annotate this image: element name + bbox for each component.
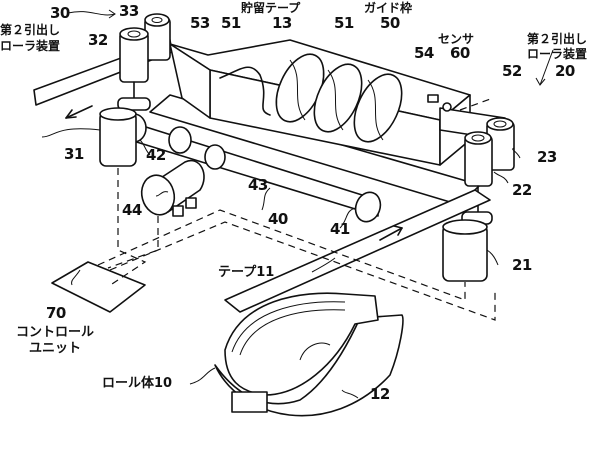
roller-device-20-title-2: ローラ装置 [527, 47, 588, 61]
control-signal-lines [97, 168, 496, 321]
stored-tape-title: 貯留テープ [241, 1, 301, 15]
ref-33: 33 [119, 2, 139, 20]
motor-44 [140, 159, 205, 217]
ref-23: 23 [537, 148, 557, 166]
ref-40: 40 [268, 210, 288, 228]
ref-54: 54 [414, 44, 434, 62]
ref-43: 43 [248, 176, 268, 194]
ref-70: 70 [46, 304, 66, 322]
ref-13: 13 [272, 14, 292, 32]
leader-lines [41, 9, 554, 399]
sensor-title: センサ [438, 32, 475, 46]
stored-tape-loops-13 [219, 53, 403, 143]
ref-44: 44 [122, 201, 142, 219]
ref-41: 41 [330, 220, 350, 238]
roller-device-30-title-2: ローラ装置 [0, 39, 61, 53]
ref-52: 52 [502, 62, 522, 80]
feed-arrow-left [65, 105, 93, 119]
roll-body-10 [214, 292, 404, 417]
roller-device-20-title-1: 第２引出し [527, 32, 588, 46]
ref-21: 21 [512, 256, 532, 274]
tape-11 [224, 189, 491, 313]
ref-31: 31 [64, 145, 84, 163]
ref-51-left: 51 [221, 14, 241, 32]
ref-42: 42 [146, 146, 166, 164]
ref-53: 53 [190, 14, 210, 32]
roller-41 [354, 191, 382, 223]
roller-device-30 [99, 13, 171, 167]
ref-60: 60 [450, 44, 470, 62]
ref-50: 50 [380, 14, 400, 32]
ref-30: 30 [50, 4, 70, 22]
ref-51-right: 51 [334, 14, 354, 32]
tape-11-label: テープ11 [218, 265, 275, 280]
ref-32: 32 [88, 31, 108, 49]
guide-frame-title: ガイド枠 [364, 1, 413, 15]
control-unit-title-2: ユニット [28, 341, 81, 356]
control-unit-70 [51, 261, 146, 313]
ref-12: 12 [370, 385, 390, 403]
roller-device-30-title-1: 第２引出し [0, 23, 61, 37]
ref-20: 20 [555, 62, 575, 80]
roller-device-20 [442, 117, 515, 282]
control-unit-title-1: コントロール [15, 325, 94, 340]
ref-22: 22 [512, 181, 532, 199]
roll-body-10-label: ロール体10 [102, 376, 173, 391]
sensor-60 [427, 94, 494, 112]
